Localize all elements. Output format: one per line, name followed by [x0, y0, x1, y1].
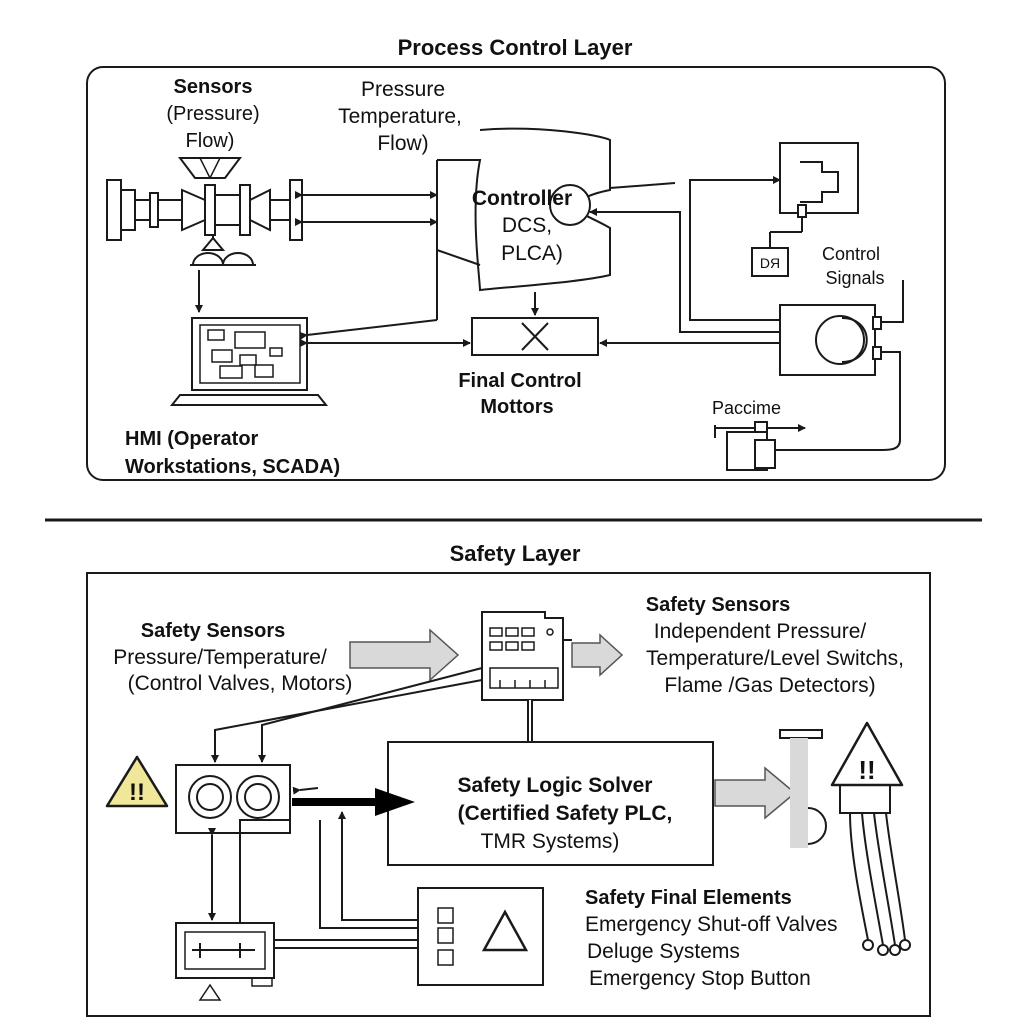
safety-sensors-right-line2: Temperature/Level Switchs, — [646, 647, 904, 670]
control-signals-label-line2: Signals — [825, 268, 884, 288]
safety-valve-assembly — [779, 729, 891, 848]
warning-sign-left — [105, 755, 169, 808]
logic-feedback-arrow — [292, 786, 319, 795]
warning-sign-right — [830, 721, 904, 787]
hmi-workstation — [169, 317, 329, 406]
plc-sensor-link-1 — [211, 679, 483, 763]
warning-sign-right-symbol: !! — [858, 755, 875, 785]
final-control-label-line2: Mottors — [480, 396, 553, 418]
safety-sensors-left-heading: Safety Sensors — [141, 620, 286, 642]
panel-sensor-link — [319, 820, 418, 929]
controller-output-line — [609, 182, 676, 189]
field-device-top-right — [751, 142, 859, 277]
final-elements-heading: Safety Final Elements — [585, 887, 792, 909]
sensor-reset-side-link — [239, 819, 290, 923]
panel-logic-link — [338, 811, 418, 921]
controller-block — [436, 127, 611, 292]
reset-panel-device — [175, 922, 275, 987]
hmi-label-line2: Workstations, SCADA) — [125, 456, 340, 478]
sensor-pipe-assembly — [106, 157, 303, 266]
logic-output-arrow — [714, 766, 797, 820]
reset-warning-icon — [198, 983, 222, 1001]
safety-output-arrow — [571, 633, 624, 677]
hmi-controller-link — [299, 319, 438, 340]
safety-sensors-right-line3: Flame /Gas Detectors) — [664, 674, 875, 697]
plc-sensor-link-2 — [258, 667, 483, 763]
control-signal-up-link — [689, 176, 781, 321]
safety-layer-title: Safety Layer — [450, 541, 581, 566]
logic-solver-line3: TMR Systems) — [481, 830, 620, 853]
safety-controller-unit — [481, 611, 572, 701]
safety-input-arrow — [349, 628, 460, 682]
actuator-device — [775, 280, 904, 451]
logic-solver-line1: Safety Logic Solver — [458, 774, 653, 797]
controller-label-line2: DCS, — [502, 214, 552, 237]
logic-solver-line2: (Certified Safety PLC, — [458, 802, 673, 825]
sensors-label-line1: (Pressure) — [166, 103, 259, 125]
controller-label-line3: PLCA) — [501, 242, 563, 265]
control-signals-label-line1: Control — [822, 244, 880, 264]
hmi-label-line1: HMI (Operator — [125, 428, 259, 450]
safety-sensors-left-line2: (Control Valves, Motors) — [128, 672, 353, 695]
safety-logic-solver — [387, 741, 714, 866]
measurement-label-line2: Temperature, — [338, 105, 462, 128]
sensors-heading: Sensors — [174, 76, 253, 98]
controller-label-line1: Controller — [472, 187, 572, 210]
measurement-label-line3: Flow) — [377, 132, 428, 155]
paccime-device — [714, 421, 806, 471]
final-elements-line1: Emergency Shut-off Valves — [585, 913, 838, 936]
sensors-label-line2: Flow) — [186, 130, 235, 152]
final-elements-line3: Emergency Stop Button — [589, 967, 811, 990]
db-device-label: DЯ — [760, 255, 780, 271]
control-signal-to-controller — [589, 208, 780, 333]
deluge-nozzles — [849, 812, 911, 956]
final-control-label-line1: Final Control — [458, 370, 581, 392]
warning-sign-left-symbol: !! — [129, 779, 145, 806]
final-control-element — [471, 317, 599, 356]
safety-layer-frame — [86, 572, 931, 1017]
process-layer-frame — [86, 66, 946, 481]
paccime-label: Paccime — [712, 398, 781, 418]
emergency-panel — [417, 887, 544, 986]
sensor-to-logic-arrow-head — [375, 788, 415, 816]
safety-sensors-right-heading: Safety Sensors — [646, 594, 791, 616]
process-layer-title: Process Control Layer — [398, 35, 633, 60]
dual-sensor-unit — [175, 764, 291, 834]
safety-sensors-left-line1: Pressure/Temperature/ — [113, 646, 327, 669]
safety-sensors-right-line1: Independent Pressure/ — [654, 620, 867, 643]
final-elements-line2: Deluge Systems — [587, 940, 740, 963]
measurement-label-line1: Pressure — [361, 78, 445, 101]
